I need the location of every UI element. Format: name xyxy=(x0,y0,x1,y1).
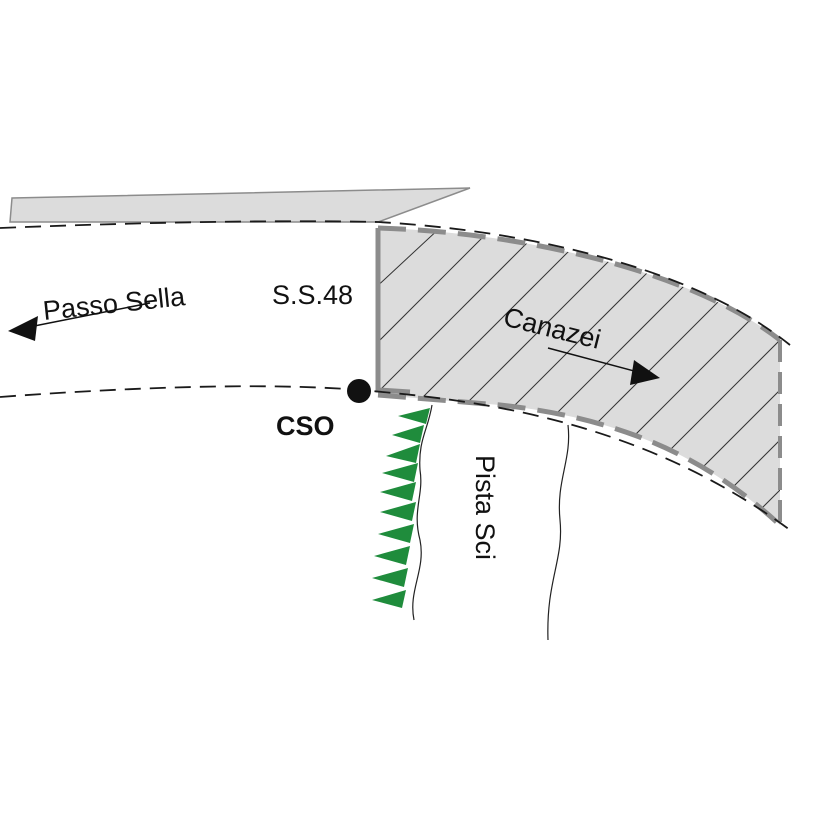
green-triangle-icon xyxy=(372,590,406,608)
green-triangle-marks xyxy=(372,408,430,608)
road-edge-upper xyxy=(0,220,791,346)
arrow-left-icon xyxy=(8,316,38,341)
upper-strip-zone xyxy=(9,187,471,223)
green-triangle-icon xyxy=(382,463,418,482)
hatched-zone-left-border xyxy=(375,228,411,395)
hatched-zone-fill xyxy=(378,228,780,525)
arrow-canazei xyxy=(547,347,660,385)
label-cso: CSO xyxy=(276,411,335,441)
arrow-right-icon xyxy=(630,360,660,385)
green-triangle-icon xyxy=(372,568,408,587)
green-triangle-icon xyxy=(392,425,424,443)
label-passo-sella: Passo Sella xyxy=(41,281,187,326)
green-triangle-icon xyxy=(398,408,430,424)
label-pista-sci: Pista Sci xyxy=(470,455,500,560)
green-triangle-icon xyxy=(378,524,414,543)
green-triangle-icon xyxy=(380,502,416,521)
green-triangle-icon xyxy=(386,444,420,463)
ski-slope-right-edge xyxy=(547,424,570,641)
hatched-zone-outer-border xyxy=(377,225,782,342)
ski-slope-left-edge xyxy=(412,404,433,621)
label-ss48: S.S.48 xyxy=(272,280,353,310)
cso-point xyxy=(347,379,371,403)
hatched-zone-inner-border xyxy=(377,392,782,527)
road-edge-lower xyxy=(0,385,791,531)
green-triangle-icon xyxy=(374,546,410,565)
green-triangle-icon xyxy=(380,482,416,501)
arrow-passo-sella xyxy=(8,302,151,341)
